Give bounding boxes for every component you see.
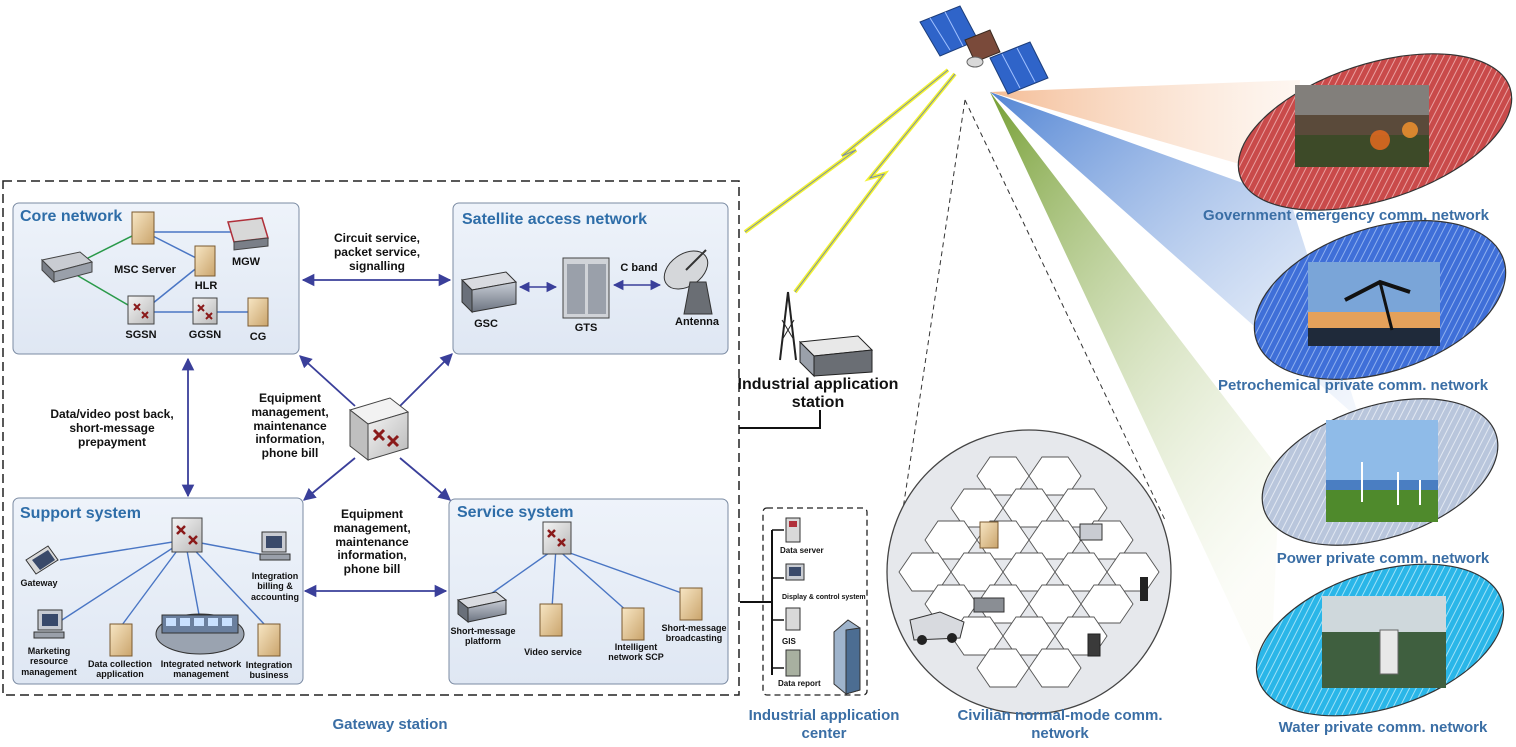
sgsn-label: SGSN — [125, 329, 157, 341]
integration-business-label: Integration business — [245, 660, 293, 681]
core-network-title: Core network — [20, 208, 123, 225]
gsc-label: GSC — [474, 318, 498, 330]
industrial-center-caption: Industrial application center — [748, 707, 900, 742]
sm-platform-label: Short-message platform — [450, 626, 516, 647]
power-ellipse — [1261, 398, 1499, 546]
integration-business-icon — [257, 623, 281, 657]
center-branches — [772, 529, 784, 669]
water-label: Water private comm. network — [1278, 719, 1488, 736]
equip-bottom-link-label: Equipment management, maintenance inform… — [333, 507, 411, 577]
sm-broadcast-label: Short-message broadcasting — [661, 623, 727, 644]
gateway-station-connector — [739, 410, 821, 429]
hlr-label: HLR — [194, 280, 218, 292]
integrated-nm-label: Integrated network management — [160, 659, 242, 680]
power-label: Power private comm. network — [1276, 550, 1490, 567]
c-band-label: C band — [620, 262, 658, 274]
display-control-label: Display & control system — [782, 594, 866, 601]
marketing-computer-icon — [33, 609, 65, 639]
video-service-icon — [539, 603, 563, 637]
gateway-station-caption: Gateway station — [332, 716, 448, 733]
core-network-panel — [12, 202, 300, 355]
panel-arrows — [181, 273, 453, 598]
data-collection-icon — [109, 623, 133, 657]
data-video-link-label: Data/video post back, short-message prep… — [50, 407, 174, 449]
gis-label: GIS — [782, 637, 796, 646]
sgsn-icon — [127, 295, 155, 325]
gts-icon — [562, 257, 610, 319]
industrial-center-boundary — [762, 507, 868, 696]
skyscraper-icon — [833, 619, 861, 695]
petrochemical-label: Petrochemical private comm. network — [1217, 377, 1489, 394]
data-report-icon — [785, 649, 801, 677]
gateway-boundary — [2, 180, 740, 696]
petrochemical-ellipse — [1253, 220, 1507, 380]
mgw-label: MGW — [231, 256, 261, 268]
data-server-icon — [785, 517, 801, 543]
display-control-icon — [785, 563, 805, 581]
antenna-icon — [663, 249, 713, 315]
hex-cell — [1028, 648, 1082, 688]
cg-label: CG — [249, 331, 267, 343]
government-ellipse — [1237, 53, 1513, 211]
gts-label: GTS — [574, 322, 598, 334]
msc-server-icon — [131, 211, 155, 245]
sm-broadcast-icon — [679, 587, 703, 621]
circuit-link-label: Circuit service, packet service, signall… — [333, 231, 421, 273]
data-server-label: Data server — [780, 546, 824, 555]
radio-link-lightning — [743, 68, 957, 294]
gis-icon — [785, 607, 801, 631]
cg-icon — [247, 297, 269, 327]
msc-server-label: MSC Server — [114, 264, 176, 276]
data-report-label: Data report — [778, 679, 821, 688]
satellite-icon — [919, 5, 1049, 95]
water-ellipse — [1255, 563, 1505, 717]
service-router-icon — [542, 521, 572, 555]
ggsn-label: GGSN — [188, 329, 222, 341]
billing-computer-icon — [259, 531, 291, 561]
scp-label: Intelligent network SCP — [608, 642, 664, 663]
integration-billing-label: Integration billing & accounting — [250, 571, 299, 602]
network-management-center-icon — [155, 613, 245, 655]
civilian-caption: Civilian normal-mode comm. network — [957, 707, 1163, 742]
civilian-beam — [892, 99, 1166, 576]
gsc-icon — [460, 271, 518, 314]
industrial-station-label: Industrial application station — [737, 376, 899, 412]
core-switch-icon — [40, 251, 94, 284]
scp-icon — [621, 607, 645, 641]
satellite-access-title: Satellite access network — [462, 211, 647, 228]
antenna-label: Antenna — [675, 316, 719, 328]
support-router-icon — [171, 517, 203, 553]
sm-platform-icon — [456, 591, 508, 624]
video-service-label: Video service — [524, 647, 582, 657]
government-label: Government emergency comm. network — [1203, 207, 1489, 224]
support-system-title: Support system — [20, 505, 141, 522]
service-system-panel — [448, 498, 729, 685]
data-collection-label: Data collection application — [87, 659, 152, 680]
marketing-label: Marketing resource management — [21, 646, 77, 677]
service-system-title: Service system — [457, 504, 574, 521]
industrial-station-icon — [779, 291, 874, 378]
gateway-label: Gateway — [20, 578, 58, 588]
equip-top-link-label: Equipment management, maintenance inform… — [251, 391, 329, 461]
mgw-icon — [227, 217, 269, 251]
ggsn-icon — [192, 297, 218, 325]
service-links — [484, 547, 691, 613]
laptop-icon — [25, 545, 59, 575]
civilian-devices — [909, 521, 1148, 657]
hlr-icon — [194, 245, 216, 277]
central-router-icon — [348, 397, 410, 462]
